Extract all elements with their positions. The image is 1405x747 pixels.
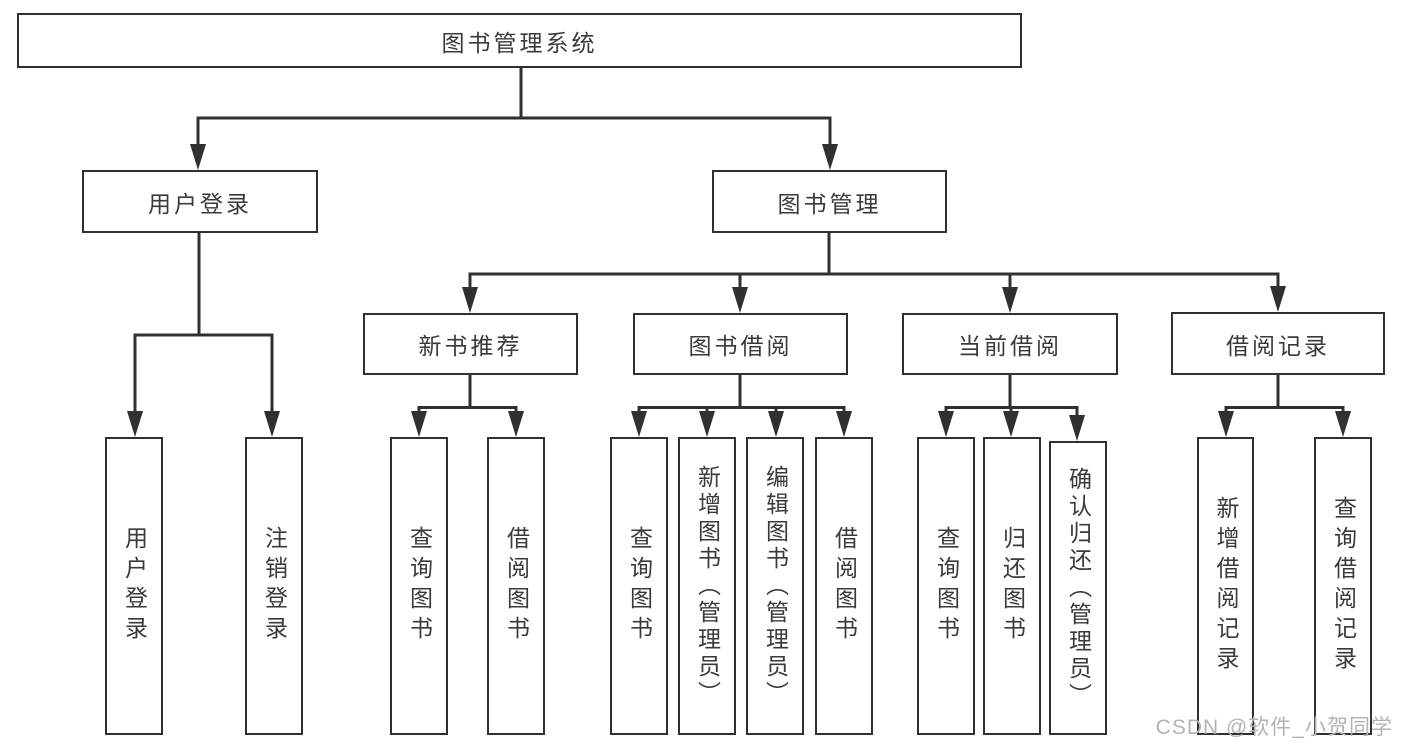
leaf-confirm-return-admin: 确认归还（管理员） (1049, 441, 1107, 735)
leaf-label: 借阅图书 (831, 526, 858, 646)
node-root: 图书管理系统 (17, 13, 1022, 68)
node-root-label: 图书管理系统 (441, 29, 598, 56)
leaf-label: 新增图书（管理员） (694, 464, 721, 708)
leaf-label: 查询图书 (933, 526, 960, 646)
leaf-edit-book-admin: 编辑图书（管理员） (746, 437, 804, 735)
leaf-label: 查询借阅记录 (1330, 496, 1357, 676)
leaf-query-borrow-record: 查询借阅记录 (1314, 437, 1372, 735)
leaf-user-login: 用户登录 (105, 437, 163, 735)
arrowhead (1002, 287, 1018, 313)
leaf-label: 归还图书 (999, 526, 1026, 646)
leaf-query-book-3: 查询图书 (917, 437, 975, 735)
arrowhead (732, 287, 748, 313)
leaf-add-book-admin: 新增图书（管理员） (678, 437, 736, 735)
arrowhead (411, 411, 427, 437)
leaf-label: 借阅图书 (503, 526, 530, 646)
node-new-book: 新书推荐 (363, 313, 578, 375)
arrowhead (699, 411, 715, 437)
node-book-management-label: 图书管理 (777, 190, 882, 217)
arrowhead (836, 411, 852, 437)
leaf-logout: 注销登录 (245, 437, 303, 735)
arrowhead (264, 411, 280, 437)
connector-book-management (462, 233, 1286, 313)
node-user-login: 用户登录 (82, 170, 318, 233)
arrowhead (1218, 411, 1234, 437)
leaf-label: 新增借阅记录 (1213, 496, 1239, 676)
leaf-query-book-1: 查询图书 (390, 437, 448, 735)
leaf-label: 用户登录 (121, 526, 148, 646)
arrowhead (462, 287, 478, 313)
connector-book-borrow (631, 374, 852, 437)
leaf-return-book: 归还图书 (983, 437, 1041, 735)
leaf-label: 查询图书 (406, 526, 433, 646)
arrowhead (127, 411, 143, 437)
node-current-borrow-label: 当前借阅 (958, 333, 1062, 359)
node-book-borrow: 图书借阅 (633, 313, 848, 375)
arrowhead (938, 411, 954, 437)
leaf-borrow-book-1: 借阅图书 (487, 437, 545, 735)
leaf-add-borrow-record: 新增借阅记录 (1197, 437, 1254, 735)
arrowhead (631, 411, 647, 437)
node-book-management: 图书管理 (712, 170, 947, 233)
watermark: CSDN @软件_小贺同学 (1155, 716, 1393, 739)
arrowhead (190, 144, 206, 170)
leaf-borrow-book-2: 借阅图书 (815, 437, 873, 735)
leaf-label: 注销登录 (261, 526, 288, 646)
node-borrow-record-label: 借阅记录 (1226, 332, 1330, 359)
arrowhead (1003, 411, 1019, 437)
leaf-label: 查询图书 (626, 526, 653, 646)
connector-new-book (411, 374, 524, 437)
connector-root (190, 68, 838, 170)
arrowhead (1270, 286, 1286, 312)
node-user-login-label: 用户登录 (148, 190, 252, 217)
leaf-label: 编辑图书（管理员） (762, 464, 789, 708)
arrowhead (822, 144, 838, 170)
node-borrow-record: 借阅记录 (1171, 312, 1385, 375)
connector-user-login (127, 233, 280, 437)
arrowhead (1069, 415, 1085, 441)
leaf-query-book-2: 查询图书 (610, 437, 668, 735)
node-book-borrow-label: 图书借阅 (688, 333, 793, 359)
leaf-label: 确认归还（管理员） (1065, 466, 1092, 710)
connector-current-borrow (938, 374, 1085, 441)
arrowhead (768, 411, 784, 437)
node-new-book-label: 新书推荐 (418, 333, 523, 359)
connector-borrow-record (1218, 374, 1351, 437)
arrowhead (508, 411, 524, 437)
arrowhead (1335, 411, 1351, 437)
node-current-borrow: 当前借阅 (902, 313, 1118, 375)
